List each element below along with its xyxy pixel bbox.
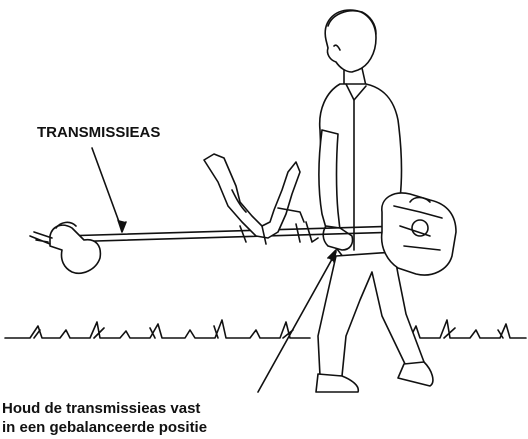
shaft-callout-line — [91, 147, 123, 231]
shoe-right — [397, 361, 434, 387]
head — [324, 9, 377, 73]
instruction-line-1: Houd de transmissieas vast — [2, 400, 201, 417]
person-figure — [315, 9, 434, 393]
shaft-callout-arrow — [117, 219, 127, 233]
instruction-line-2: in een gebalanceerde positie — [2, 419, 208, 436]
hold-callout-arrow — [327, 249, 337, 263]
engine — [380, 192, 457, 276]
cutting-head — [49, 224, 102, 274]
engine-cap — [411, 219, 429, 237]
shoe-left — [315, 373, 360, 393]
legs — [317, 251, 425, 377]
instruction-label: Houd de transmissieas vast in een gebala… — [2, 399, 207, 437]
transmission-shaft — [61, 225, 401, 243]
hold-callout-line — [257, 251, 337, 393]
shaft-label: TRANSMISSIEAS — [37, 124, 161, 141]
hand — [322, 225, 354, 251]
arm — [318, 129, 341, 231]
brushcutter — [29, 153, 457, 276]
grass-ground — [4, 319, 527, 339]
handlebar — [203, 153, 301, 239]
